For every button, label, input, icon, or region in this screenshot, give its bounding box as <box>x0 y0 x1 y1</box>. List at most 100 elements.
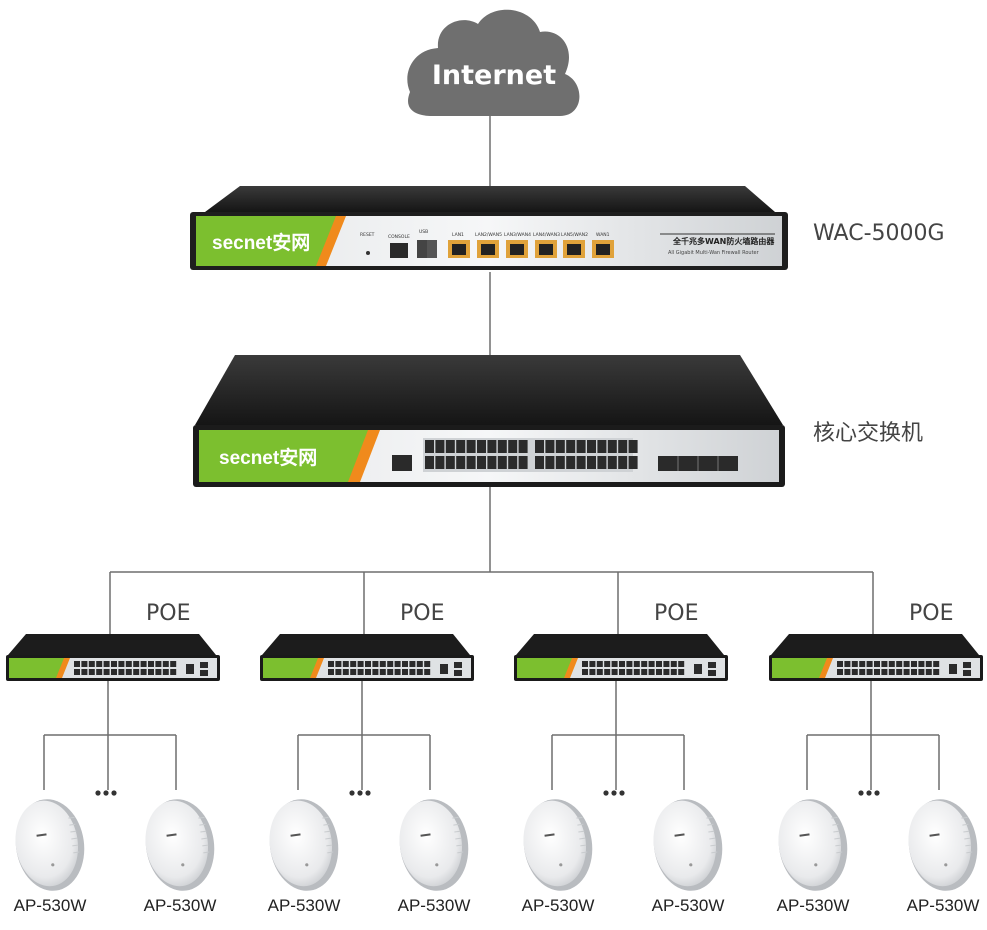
poe-switch-port <box>335 661 342 667</box>
poe-switch-port <box>582 669 588 675</box>
core-switch-port <box>477 440 486 453</box>
poe-switch-port <box>103 661 110 667</box>
poe-switch-port <box>611 661 618 667</box>
poe-switch-port <box>170 661 177 667</box>
internet-label: Internet <box>432 60 556 91</box>
poe-switch-port <box>416 661 423 667</box>
poe-switch-port <box>918 661 925 667</box>
core-switch-port <box>497 456 507 469</box>
ap-model-label: AP-530W <box>144 896 217 915</box>
port-label: LAN1 <box>452 232 464 238</box>
ellipsis-dot <box>103 790 109 796</box>
port-label: LAN5/WAN2 <box>561 232 588 238</box>
poe-switch-port <box>896 661 903 667</box>
access-point-device <box>523 799 593 891</box>
poe-switch-port <box>342 661 349 667</box>
poe-switch-port <box>357 661 364 667</box>
core-switch-port <box>587 440 596 453</box>
ellipsis-dot <box>858 790 864 796</box>
core-switch-port <box>628 456 638 469</box>
poe-switch-port <box>619 661 625 667</box>
poe-switch-port <box>372 661 379 667</box>
ellipsis-dot <box>874 790 880 796</box>
poe-switch-port <box>656 669 662 675</box>
poe-switch-port <box>874 669 880 675</box>
core-switch-port <box>555 440 565 453</box>
core-switch-port <box>618 440 628 453</box>
poe-switch-port <box>933 661 940 667</box>
poe-switch-port <box>851 661 858 667</box>
poe-switch-port <box>911 661 917 667</box>
poe-switch-port <box>859 669 866 675</box>
core-switch-port <box>545 440 555 453</box>
core-switch-port <box>508 456 518 469</box>
poe-switch-port <box>342 669 349 675</box>
poe-switch-port <box>874 661 880 667</box>
poe-switch-port <box>133 669 140 675</box>
core-switch-port <box>487 440 497 453</box>
access-point-device <box>653 799 723 891</box>
core-switch-port <box>508 440 518 453</box>
core-switch-port <box>535 456 544 469</box>
poe-label: POE <box>146 601 190 626</box>
access-point-device <box>399 799 469 891</box>
poe-switch-port <box>589 669 596 675</box>
ellipsis-dot <box>603 790 609 796</box>
poe-switch-port <box>851 669 858 675</box>
poe-switch-port <box>387 669 394 675</box>
poe-switch-port <box>648 661 655 667</box>
poe-switch-port <box>148 661 154 667</box>
ellipsis-dot <box>349 790 355 796</box>
poe-switch-port <box>641 661 648 667</box>
poe-switch-device <box>769 634 983 681</box>
port-label: LAN2/WAN5 <box>475 232 502 238</box>
core-switch-label: 核心交换机 <box>813 421 923 446</box>
core-switch-port <box>618 456 628 469</box>
core-switch-port <box>456 456 466 469</box>
poe-switch-port <box>663 661 670 667</box>
poe-switch-port <box>357 669 364 675</box>
core-switch-ports <box>425 440 638 469</box>
core-switch-port <box>566 440 576 453</box>
poe-switch-port <box>866 669 873 675</box>
core-switch-port <box>597 440 607 453</box>
port-label: LAN3/WAN4 <box>504 232 531 238</box>
poe-switch-port <box>118 669 125 675</box>
internet-cloud <box>407 9 580 116</box>
poe-switch-port <box>365 669 371 675</box>
poe-switch-port <box>162 669 169 675</box>
core-switch-port <box>628 440 638 453</box>
port-label: LAN4/WAN3 <box>533 232 560 238</box>
ellipsis-dot <box>95 790 101 796</box>
ellipsis-dot <box>611 790 617 796</box>
ellipsis-dot <box>866 790 872 796</box>
poe-label: POE <box>654 601 698 626</box>
poe-switch-port <box>88 669 95 675</box>
core-switch-port <box>445 440 455 453</box>
poe-switch-port <box>582 661 588 667</box>
poe-switch-port <box>866 661 873 667</box>
poe-switch-port <box>888 669 895 675</box>
poe-switch-port <box>837 669 843 675</box>
poe-switch-port <box>350 661 357 667</box>
poe-switch-port <box>881 661 888 667</box>
poe-switch-port <box>678 661 685 667</box>
port-label: RESET <box>360 232 375 238</box>
poe-switch-port <box>81 661 88 667</box>
connection-lines <box>109 115 874 635</box>
core-switch-port <box>445 456 455 469</box>
core-switch-port <box>597 456 607 469</box>
poe-switch-port <box>125 669 132 675</box>
port-label: CONSOLE <box>388 234 410 240</box>
poe-switch-port <box>133 661 140 667</box>
router-device <box>190 186 788 270</box>
poe-switch-port <box>74 661 80 667</box>
poe-switch-port <box>633 669 640 675</box>
poe-switch-port <box>328 661 334 667</box>
ellipsis-dot <box>365 790 371 796</box>
ellipsis-dot <box>357 790 363 796</box>
poe-switch-port <box>118 661 125 667</box>
poe-switch-port <box>844 661 851 667</box>
